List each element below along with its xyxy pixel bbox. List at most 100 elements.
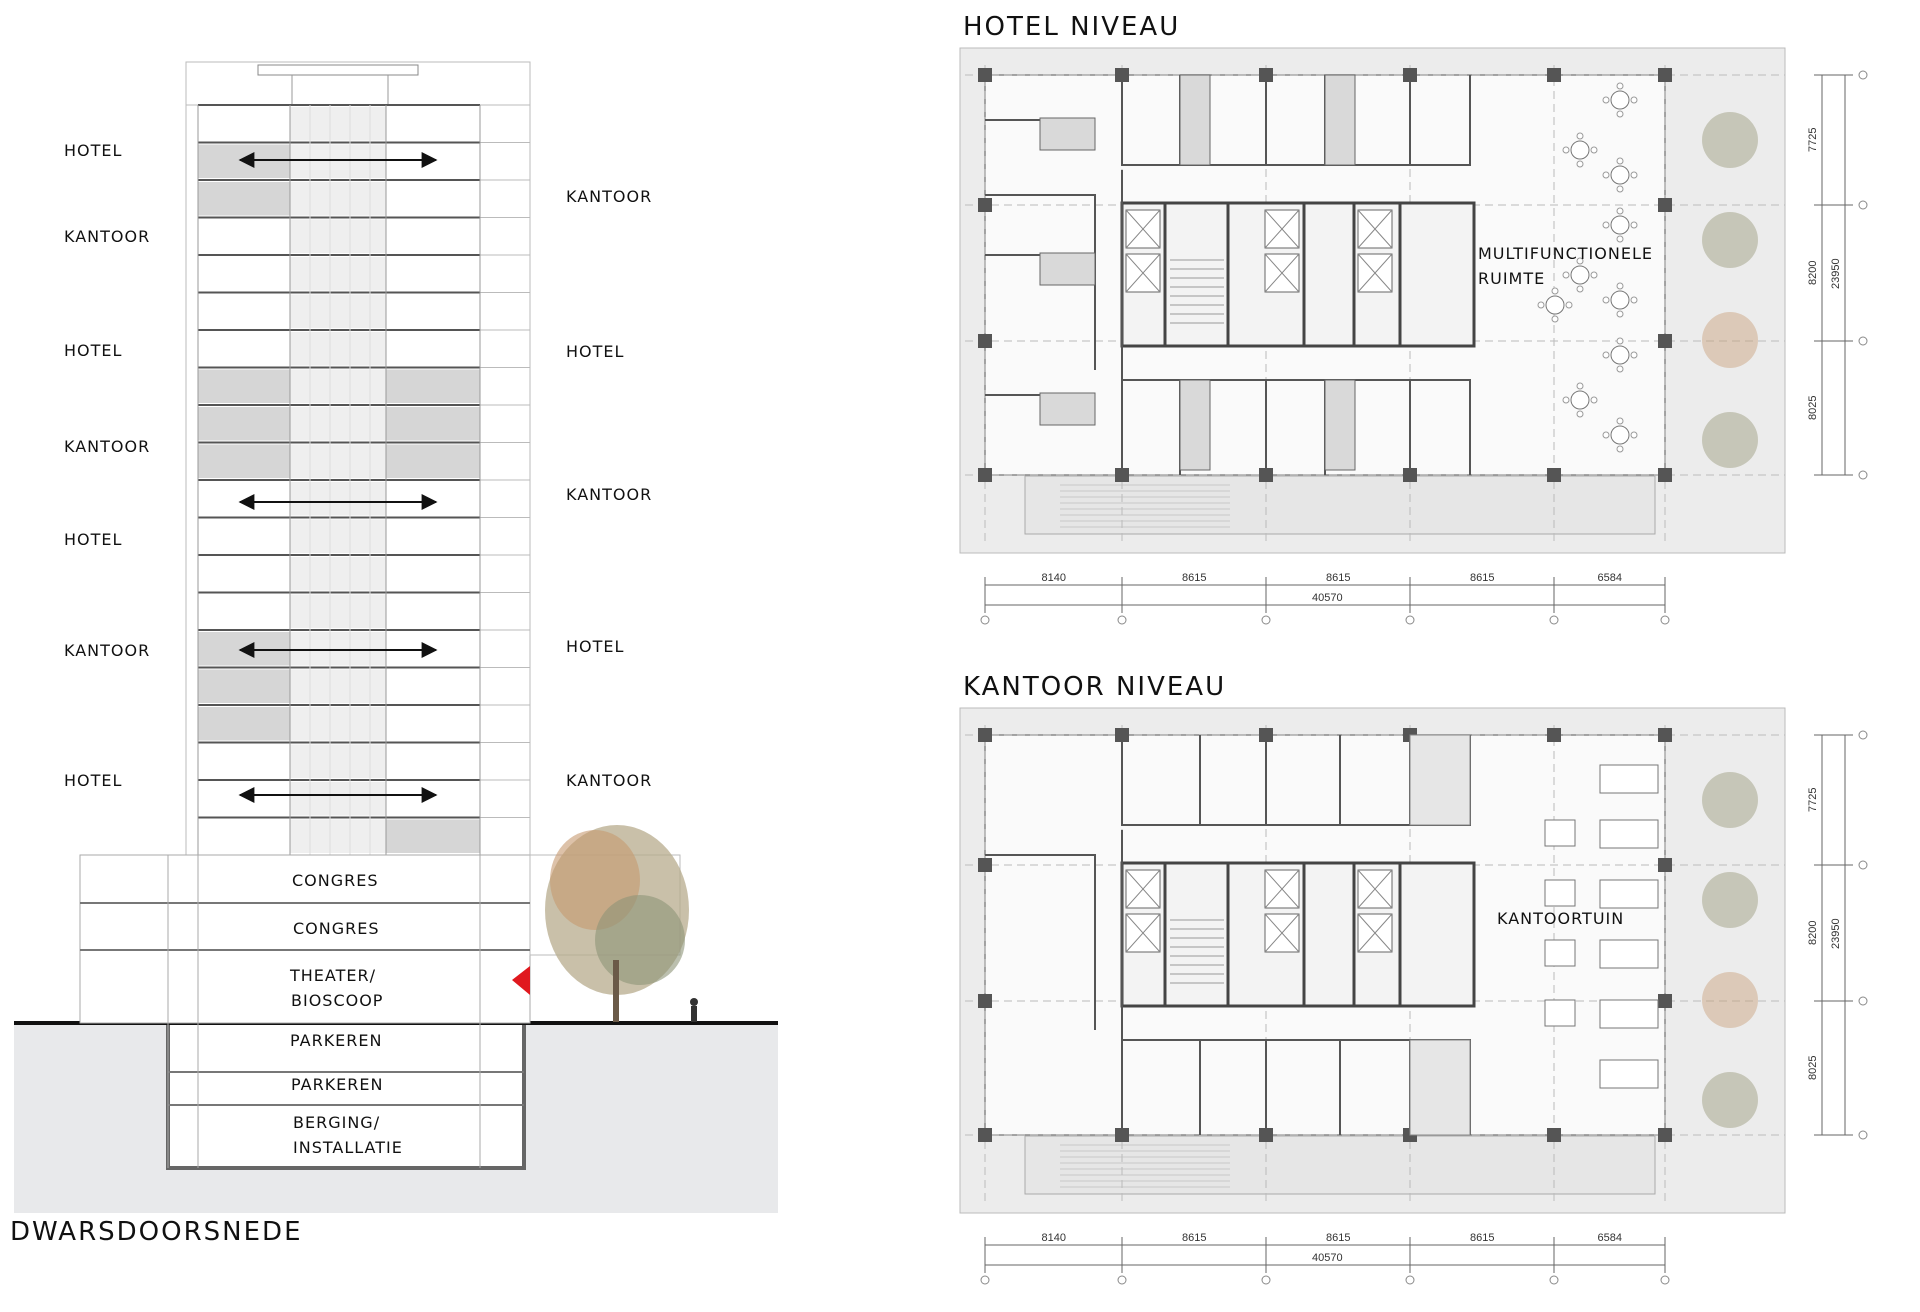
horizontal-dimension: 6584 [1598, 572, 1622, 584]
grid-bubble [1549, 615, 1559, 625]
column [1547, 468, 1561, 482]
room-label-office-garden: KANTOORTUIN [1497, 909, 1624, 928]
column [978, 858, 992, 872]
bathroom [1179, 379, 1211, 471]
horizontal-dimension: 8615 [1182, 1232, 1206, 1244]
storage-label: BERGING/ [293, 1113, 380, 1132]
desk-icon [1599, 764, 1659, 794]
horizontal-dimension: 6584 [1598, 1232, 1622, 1244]
desk-icon [1599, 879, 1659, 909]
grid-bubble [1858, 336, 1868, 346]
table-icon [1570, 265, 1590, 285]
section-left-label: HOTEL [64, 530, 122, 549]
horizontal-dimension: 8615 [1470, 1232, 1494, 1244]
basement-box [166, 1021, 526, 1170]
column [1547, 1128, 1561, 1142]
column [1658, 994, 1672, 1008]
horizontal-dimension: 8615 [1182, 572, 1206, 584]
desk-icon [1599, 999, 1659, 1029]
column [978, 68, 992, 82]
horizontal-total-dimension: 40570 [1312, 592, 1343, 604]
vertical-total-dimension: 23950 [1830, 258, 1842, 289]
desk-icon [1544, 819, 1576, 847]
section-right-label: HOTEL [566, 342, 624, 361]
section-right-label: KANTOOR [566, 771, 652, 790]
table-icon [1610, 165, 1630, 185]
table-icon [1610, 345, 1630, 365]
theater-label: BIOSCOOP [291, 991, 383, 1010]
grid-bubble [1858, 860, 1868, 870]
storage-label: INSTALLATIE [293, 1138, 403, 1157]
vertical-dimension: 8200 [1807, 921, 1819, 945]
section-right-label: KANTOOR [566, 485, 652, 504]
office-plan-title: KANTOOR NIVEAU [963, 672, 1226, 702]
vertical-dimension: 8025 [1807, 1056, 1819, 1080]
grid-bubble [1858, 200, 1868, 210]
room-label-multifunctional: MULTIFUNCTIONELE [1478, 244, 1653, 263]
table-icon [1610, 90, 1630, 110]
tree-icon [1702, 772, 1758, 828]
tree-illustration [545, 825, 689, 1022]
column [978, 1128, 992, 1142]
column [978, 994, 992, 1008]
table-icon [1570, 390, 1590, 410]
column [1658, 198, 1672, 212]
tree-icon [1702, 972, 1758, 1028]
basement-label-parking: PARKEREN [291, 1075, 383, 1094]
column [1658, 1128, 1672, 1142]
section-right-label: KANTOOR [566, 187, 652, 206]
table-icon [1610, 215, 1630, 235]
theater-label: THEATER/ [289, 966, 376, 985]
column [978, 468, 992, 482]
table-icon [1545, 295, 1565, 315]
horizontal-dimension: 8140 [1042, 572, 1066, 584]
tree-icon [1702, 312, 1758, 368]
column [978, 728, 992, 742]
entrance-arrow-icon [512, 966, 530, 995]
grid-bubble [980, 1275, 990, 1285]
tree-icon [1702, 872, 1758, 928]
person-figure [690, 998, 698, 1022]
table-icon [1610, 425, 1630, 445]
vertical-dimension: 7725 [1807, 788, 1819, 812]
section-left-label: KANTOOR [64, 437, 150, 456]
bathroom [1324, 379, 1356, 471]
grid-bubble [980, 615, 990, 625]
grid-bubble [1405, 1275, 1415, 1285]
section-left-label: HOTEL [64, 341, 122, 360]
tree-icon [1702, 1072, 1758, 1128]
tree-icon [1702, 412, 1758, 468]
podium-label-congres: CONGRES [293, 919, 380, 938]
column [1547, 728, 1561, 742]
section-right-label: HOTEL [566, 637, 624, 656]
grid-bubble [1261, 615, 1271, 625]
desk-icon [1544, 939, 1576, 967]
horizontal-total-dimension: 40570 [1312, 1252, 1343, 1264]
bathroom [1179, 74, 1211, 166]
grid-bubble [1858, 730, 1868, 740]
tower-floors [197, 104, 530, 855]
vertical-dimension: 8200 [1807, 261, 1819, 285]
horizontal-dimension: 8140 [1042, 1232, 1066, 1244]
grid-bubble [1261, 1275, 1271, 1285]
section-title: DWARSDOORSNEDE [10, 1217, 303, 1247]
horizontal-dimension: 8615 [1326, 1232, 1350, 1244]
column [1658, 334, 1672, 348]
basement-label-parking: PARKEREN [290, 1031, 382, 1050]
grid-bubble [1858, 996, 1868, 1006]
tree-icon [1702, 112, 1758, 168]
bathroom [1039, 117, 1096, 151]
office-level-plan: KANTOOR NIVEAU KANTOORTUIN 8140 8615 8615 86… [959, 672, 1868, 1285]
desk-icon [1599, 939, 1659, 969]
bathroom [1324, 74, 1356, 166]
grid-bubble [1858, 1130, 1868, 1140]
stair-strip [1024, 475, 1656, 535]
bathroom [1039, 392, 1096, 426]
stair-strip [1024, 1135, 1656, 1195]
roof-cap [257, 64, 419, 76]
hotel-plan-title: HOTEL NIVEAU [963, 12, 1180, 42]
section-left-label: KANTOOR [64, 227, 150, 246]
section-left-label: KANTOOR [64, 641, 150, 660]
column [978, 334, 992, 348]
column [978, 198, 992, 212]
